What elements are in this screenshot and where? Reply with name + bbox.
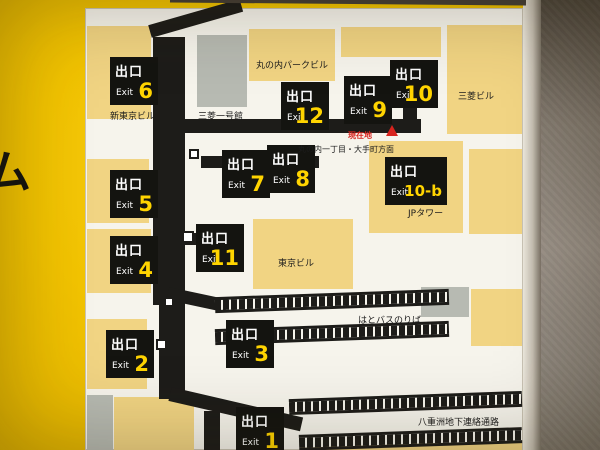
exit-en-label: Exit: [391, 188, 409, 198]
label-mitsubishi-ichigokan: 三菱一号館: [198, 112, 244, 122]
exit-jp-label: 出口: [241, 415, 270, 430]
exit-number: 1: [264, 429, 279, 450]
exit-number: 11: [209, 246, 239, 270]
building-block-mitsubishi: [447, 25, 522, 134]
building-block: [87, 395, 113, 450]
exit-en-label: Exit: [350, 107, 368, 117]
exit-jp-label: 出口: [349, 84, 378, 99]
exit-en-label: Exit: [116, 267, 134, 277]
stair-marker: [164, 297, 174, 307]
exit-en-label: Exit: [287, 113, 305, 123]
direction-label: 丸の内一丁目・大手町方面: [298, 145, 394, 154]
label-tokyo-building: 東京ビル: [278, 259, 315, 269]
exit-jp-label: 出口: [201, 232, 230, 247]
passage-segment: [148, 0, 244, 38]
stair-marker: [156, 339, 167, 350]
building-block: [471, 289, 522, 346]
building-block: [469, 149, 522, 234]
exit-badge-6: 出口 Exit 6: [111, 58, 157, 104]
you-are-here-label: 現在地: [348, 131, 372, 140]
building-block-tokyo: [253, 219, 353, 289]
exit-badge-10: 出口 Exit 10: [391, 61, 437, 107]
walkway-band: [214, 288, 450, 314]
wall-texture: [541, 0, 600, 450]
exit-jp-label: 出口: [390, 165, 419, 180]
exit-number: 12: [294, 104, 324, 128]
exit-en-label: Exit: [396, 91, 414, 101]
label-mitsubishi: 三菱ビル: [458, 92, 495, 102]
stair-marker: [182, 231, 194, 243]
walkway-band: [288, 390, 523, 416]
passage-stub: [204, 411, 220, 450]
label-hato-bus: はとバスのりば: [358, 316, 422, 326]
exit-jp-label: 出口: [272, 153, 301, 168]
exit-jp-label: 出口: [231, 328, 260, 343]
exit-number: 6: [138, 79, 153, 103]
exit-en-label: Exit: [202, 255, 220, 265]
exit-badge-5: 出口 Exit 5: [111, 171, 157, 217]
wall-background: [541, 0, 600, 450]
exit-jp-label: 出口: [115, 65, 144, 80]
exit-en-label: Exit: [242, 438, 260, 448]
label-marunouchi-park: 丸の内パークビル: [256, 61, 329, 71]
exit-badge-10b: 出口 Exit 10-b: [386, 158, 446, 204]
exit-en-label: Exit: [112, 361, 130, 371]
you-are-here-marker-icon: [386, 125, 398, 136]
exit-badge-7: 出口 Exit 7: [223, 151, 269, 197]
exit-en-label: Exit: [273, 176, 291, 186]
exit-number: 5: [138, 192, 153, 216]
exit-number: 8: [295, 167, 310, 191]
building-block: [341, 27, 441, 57]
building-block-mitsubishi-ichigokan: [197, 35, 247, 107]
exit-badge-12: 出口 Exit 12: [282, 83, 328, 129]
exit-badge-11: 出口 Exit 11: [197, 225, 243, 271]
exit-jp-label: 出口: [395, 68, 424, 83]
sign-side-edge: [523, 0, 541, 450]
exit-jp-label: 出口: [115, 244, 144, 259]
exit-en-label: Exit: [116, 201, 134, 211]
exit-badge-1: 出口 Exit 1: [237, 408, 283, 450]
label-shin-tokyo: 新東京ビル: [110, 112, 156, 122]
label-jp-tower: JPタワー: [408, 209, 444, 219]
passage-stub: [403, 105, 417, 121]
exit-badge-3: 出口 Exit 3: [227, 321, 273, 367]
exit-number: 3: [254, 342, 269, 366]
exit-badge-4: 出口 Exit 4: [111, 237, 157, 283]
exit-map-panel: 出口 Exit 6 出口 Exit 5 出口 Exit 4 出口 Exit 2 …: [85, 0, 523, 450]
exit-number: 7: [250, 172, 265, 196]
exit-badge-8: 出口 Exit 8: [268, 146, 314, 192]
exit-badge-9: 出口 Exit 9: [345, 77, 391, 123]
exit-number: 4: [138, 258, 153, 282]
label-yaesu-passage: 八重洲地下連絡通路: [418, 418, 500, 428]
exit-jp-label: 出口: [115, 178, 144, 193]
exit-number: 10: [403, 82, 433, 106]
stair-marker: [189, 149, 199, 159]
exit-jp-label: 出口: [227, 158, 256, 173]
building-block: [114, 397, 194, 450]
exit-number: 9: [372, 98, 387, 122]
passage-main-vertical: [153, 37, 185, 305]
building-block-marunouchi-park: [249, 29, 335, 81]
exit-en-label: Exit: [116, 88, 134, 98]
exit-en-label: Exit: [232, 351, 250, 361]
exit-jp-label: 出口: [286, 90, 315, 105]
exit-jp-label: 出口: [111, 338, 140, 353]
exit-number: 2: [134, 352, 149, 376]
exit-en-label: Exit: [228, 181, 246, 191]
exit-badge-2: 出口 Exit 2: [107, 331, 153, 377]
exit-number: 10-b: [404, 182, 442, 200]
partial-station-name-text: ム: [0, 145, 31, 199]
